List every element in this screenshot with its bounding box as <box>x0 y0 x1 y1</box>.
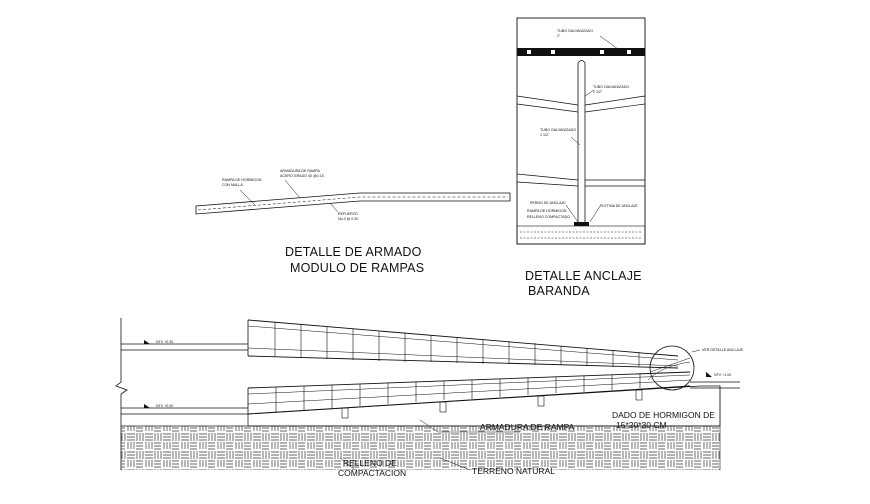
anclaje-bl-note-2: RAMPA DE HORMIGON <box>527 209 567 213</box>
rail-right-upper <box>584 95 646 113</box>
rail-left-upper <box>516 95 579 113</box>
vertical-post <box>577 63 586 226</box>
ramp-slab-section <box>195 192 511 215</box>
upper-ramp-balusters <box>274 322 640 367</box>
relleno-label-2: COMPACTACION <box>338 468 406 478</box>
armado-detail: ARMADURA DE RAMPA ACERO GRADO 40 @0.15 R… <box>195 169 511 275</box>
anclaje-right-note-1: TUBO GALVANIZADO <box>593 85 629 89</box>
anclaje-bl-note-3: RELLENO COMPACTADO <box>527 215 570 219</box>
ramp-rebar-line <box>197 196 508 211</box>
dado-1 <box>341 407 349 419</box>
armado-title-line2: MODULO DE RAMPAS <box>290 261 424 275</box>
rail-right-lower <box>585 179 645 187</box>
level-right: NTV +1.00 <box>714 373 731 377</box>
dado-3 <box>537 395 545 407</box>
anclaje-top-note-1: TUBO GALVANIZADO <box>557 29 593 33</box>
break-line <box>115 318 128 470</box>
dado-2 <box>439 401 447 413</box>
rampa-note-2: CON MALLA <box>222 183 243 187</box>
right-platform <box>690 381 740 389</box>
anclaje-mid-note-1: TUBO GALVANIZADO <box>540 128 576 132</box>
rail-left-lower <box>516 173 579 187</box>
armadura-label: ARMADURA DE RAMPA <box>480 422 575 432</box>
terrain-hatch <box>121 426 720 470</box>
anclaje-title-line2: BARANDA <box>528 284 590 298</box>
ramp-section: NTV +0.30 NTV +0.00 NTV +1.00 VER DETALL… <box>115 318 744 478</box>
anclaje-br-note: PLETINA DE ANCLAJE <box>600 204 638 208</box>
lower-ramp <box>247 371 691 415</box>
level-upper: NTV +0.30 <box>156 340 173 344</box>
dado-label-2: 15*20*30 CM <box>616 420 667 430</box>
anclaje-top-note-2: 2" <box>557 34 561 38</box>
refuerzo-note-1: REFUERZO <box>338 212 358 216</box>
dado-label-1: DADO DE HORMIGON DE <box>612 410 715 420</box>
anclaje-title-line1: DETALLE ANCLAJE <box>525 269 642 283</box>
anclaje-right-note-2: 1 1/2" <box>593 90 603 94</box>
refuerzo-note-2: No.3 @ 0.30 <box>338 217 358 221</box>
rampa-note-1: RAMPA DE HORMIGON <box>222 178 262 182</box>
armadura-note-1: ARMADURA DE RAMPA <box>280 169 320 173</box>
relleno-label-1: RELLENO DE <box>343 458 397 468</box>
armado-title-line1: DETALLE DE ARMADO <box>285 245 422 259</box>
armadura-note-2: ACERO GRADO 40 @0.15 <box>280 174 324 178</box>
detail-callout-label: VER DETALLE ANCLAJE <box>702 348 744 352</box>
lower-ramp-balusters <box>275 374 641 412</box>
anclaje-mid-note-2: 1 1/2" <box>540 133 550 137</box>
upper-platform <box>121 343 248 351</box>
upper-ramp <box>247 319 679 369</box>
anchor-plate <box>574 222 589 226</box>
lower-platform <box>121 407 248 415</box>
terreno-label: TERRENO NATURAL <box>472 466 555 476</box>
anclaje-bl-note-1: PERNO DE ANCLAJE <box>530 201 566 205</box>
detail-callout-circle <box>649 345 695 391</box>
level-lower: NTV +0.00 <box>156 404 173 408</box>
anclaje-detail: TUBO GALVANIZADO 2" TUBO GALVANIZADO 1 1… <box>516 17 646 298</box>
dado-4 <box>635 389 643 401</box>
anchor-slab <box>516 225 646 245</box>
top-handrail-tube <box>517 48 645 56</box>
